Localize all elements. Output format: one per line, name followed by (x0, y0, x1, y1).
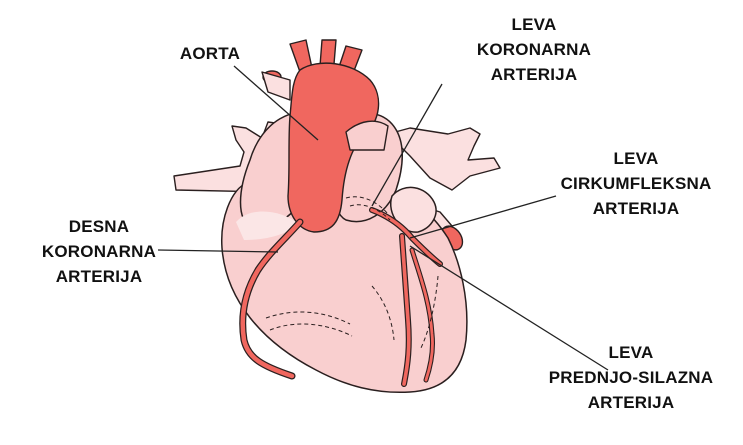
label-line: KORONARNA (24, 239, 174, 264)
aorta-branch-2 (320, 40, 336, 66)
label-right-coronary-artery: DESNA KORONARNA ARTERIJA (24, 214, 174, 289)
label-line: ARTERIJA (462, 62, 606, 87)
label-line: LEVA (462, 12, 606, 37)
label-left-anterior-descending-artery: LEVA PREDNJO-SILAZNA ARTERIJA (528, 340, 734, 415)
label-left-circumflex-artery: LEVA CIRKUMFLEKSNA ARTERIJA (556, 146, 716, 221)
label-line: DESNA (24, 214, 174, 239)
label-aorta-line: AORTA (160, 41, 260, 66)
label-line: LEVA (528, 340, 734, 365)
label-line: ARTERIJA (24, 264, 174, 289)
label-left-coronary-artery: LEVA KORONARNA ARTERIJA (462, 12, 606, 87)
label-line: ARTERIJA (528, 390, 734, 415)
label-line: PREDNJO-SILAZNA (528, 365, 734, 390)
label-line: LEVA (556, 146, 716, 171)
label-line: CIRKUMFLEKSNA (556, 171, 716, 196)
label-aorta: AORTA (160, 41, 260, 66)
label-line: KORONARNA (462, 37, 606, 62)
label-line: ARTERIJA (556, 196, 716, 221)
